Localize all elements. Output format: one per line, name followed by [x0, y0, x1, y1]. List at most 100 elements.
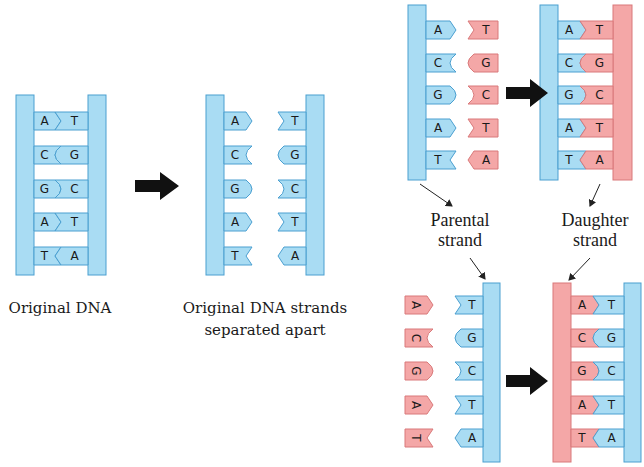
- nucleotide-base: G: [455, 329, 483, 347]
- base-outline: [593, 296, 624, 314]
- leader-line: [420, 184, 452, 206]
- nucleotide-base: G: [405, 362, 433, 380]
- base-letter: T: [426, 151, 450, 169]
- nucleotide-base: G: [558, 86, 586, 104]
- base-outline: [580, 86, 613, 104]
- caption-label: Parental strand: [418, 210, 502, 250]
- backbone-strand: [483, 283, 500, 462]
- base-outline: [468, 119, 498, 137]
- nucleotide-base: G: [468, 54, 498, 72]
- base-letter: C: [586, 86, 613, 104]
- nucleotide-base: A: [405, 296, 433, 314]
- nucleotide-base: T: [55, 213, 88, 231]
- base-letter: G: [461, 329, 483, 347]
- nucleotide-base: A: [224, 112, 252, 130]
- base-letter: T: [284, 112, 306, 130]
- base-letter: C: [224, 146, 246, 164]
- nucleotide-base: T: [224, 247, 252, 265]
- base-outline: [55, 247, 88, 265]
- nucleotide-base: G: [593, 329, 624, 347]
- base-outline: [224, 180, 252, 198]
- leader-line: [569, 258, 590, 280]
- backbone-strand: [16, 95, 34, 275]
- backbone-strand: [306, 95, 324, 275]
- base-letter: T: [61, 112, 88, 130]
- base-outline: [468, 86, 498, 104]
- base-outline: [593, 329, 624, 347]
- backbone-strand: [88, 95, 106, 275]
- nucleotide-base: T: [405, 429, 433, 447]
- base-outline: [455, 296, 483, 314]
- base-letter: A: [407, 294, 425, 316]
- nucleotide-base: T: [593, 396, 624, 414]
- base-letter: T: [474, 119, 498, 137]
- nucleotide-base: G: [571, 362, 599, 380]
- base-letter: G: [407, 360, 425, 382]
- base-letter: C: [34, 146, 55, 164]
- base-letter: G: [426, 86, 450, 104]
- base-outline: [224, 247, 252, 265]
- base-outline: [55, 146, 88, 164]
- base-letter: A: [407, 394, 425, 416]
- nucleotide-base: C: [468, 86, 498, 104]
- base-letter: C: [461, 362, 483, 380]
- base-outline: [224, 112, 252, 130]
- nucleotide-base: T: [580, 21, 613, 39]
- nucleotide-base: C: [580, 86, 613, 104]
- caption-label: Daughter strand: [553, 210, 637, 250]
- nucleotide-base: A: [455, 429, 483, 447]
- backbone-strand: [624, 283, 641, 462]
- base-outline: [278, 112, 306, 130]
- base-letter: G: [61, 146, 88, 164]
- base-outline: [278, 247, 306, 265]
- nucleotide-base: A: [426, 21, 456, 39]
- base-letter: A: [571, 296, 593, 314]
- nucleotide-base: T: [55, 112, 88, 130]
- base-letter: C: [599, 362, 624, 380]
- nucleotide-base: T: [468, 21, 498, 39]
- base-outline: [278, 213, 306, 231]
- base-outline: [580, 119, 613, 137]
- nucleotide-base: A: [405, 396, 433, 414]
- base-letter: A: [61, 247, 88, 265]
- base-outline: [593, 362, 624, 380]
- base-outline: [580, 151, 613, 169]
- base-letter: A: [586, 151, 613, 169]
- base-letter: T: [284, 213, 306, 231]
- nucleotide-base: A: [580, 151, 613, 169]
- base-letter: G: [571, 362, 593, 380]
- nucleotide-base: C: [426, 54, 456, 72]
- nucleotide-base: A: [468, 151, 498, 169]
- nucleotide-base: A: [426, 119, 456, 137]
- base-outline: [278, 180, 306, 198]
- nucleotide-base: G: [55, 146, 88, 164]
- backbone-strand: [206, 95, 224, 275]
- base-outline: [224, 213, 252, 231]
- nucleotide-base: T: [455, 296, 483, 314]
- process-arrow: [506, 79, 548, 107]
- nucleotide-base: G: [224, 180, 252, 198]
- base-outline: [593, 429, 624, 447]
- leader-line: [590, 184, 600, 206]
- nucleotide-base: C: [278, 180, 306, 198]
- base-outline: [468, 151, 498, 169]
- base-letter: T: [599, 396, 624, 414]
- process-arrow: [506, 367, 548, 395]
- base-letter: A: [224, 112, 246, 130]
- base-outline: [426, 151, 456, 169]
- base-outline: [55, 112, 88, 130]
- base-outline: [426, 54, 456, 72]
- base-letter: T: [34, 247, 55, 265]
- base-letter: A: [599, 429, 624, 447]
- base-letter: C: [571, 329, 593, 347]
- nucleotide-base: G: [580, 54, 613, 72]
- nucleotide-base: G: [34, 180, 61, 198]
- base-letter: T: [558, 151, 580, 169]
- base-letter: G: [558, 86, 580, 104]
- nucleotide-base: T: [468, 119, 498, 137]
- base-letter: C: [407, 327, 425, 349]
- nucleotide-base: C: [455, 362, 483, 380]
- base-outline: [580, 21, 613, 39]
- nucleotide-base: C: [593, 362, 624, 380]
